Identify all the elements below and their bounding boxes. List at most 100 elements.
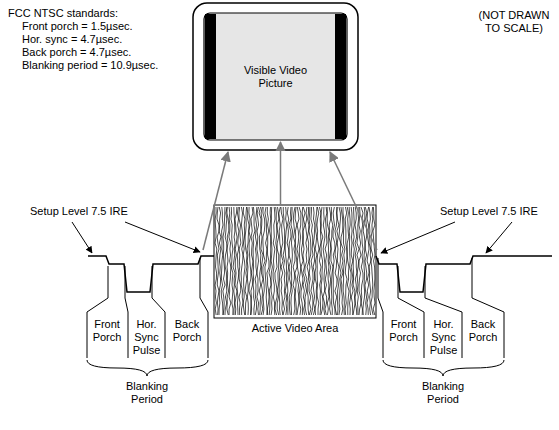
noise-stroke — [325, 207, 327, 315]
noise-stroke — [225, 207, 227, 315]
noise-stroke — [347, 207, 349, 315]
noise-stroke — [279, 207, 281, 315]
interval-label: Hor. Sync Pulse — [129, 318, 164, 357]
setup-level-label: Setup Level 7.5 IRE — [30, 205, 128, 218]
noise-stroke — [271, 207, 272, 315]
noise-stroke — [245, 207, 247, 315]
tv-housing — [193, 3, 358, 150]
leader-arrow — [381, 222, 455, 253]
interval-label: Front Porch — [384, 318, 423, 344]
noise-stroke — [259, 207, 261, 315]
noise-stroke — [367, 207, 369, 315]
video-noise — [215, 207, 375, 315]
noise-stroke — [311, 207, 313, 315]
noise-stroke — [297, 207, 299, 315]
timing-spec: Front porch = 1.5µsec. — [22, 20, 133, 33]
noise-stroke — [265, 207, 267, 315]
noise-stroke — [241, 207, 243, 315]
noise-stroke — [323, 207, 325, 315]
noise-stroke — [217, 207, 219, 315]
noise-stroke — [233, 207, 235, 315]
noise-stroke — [273, 207, 275, 315]
noise-stroke — [321, 207, 323, 315]
noise-stroke — [283, 207, 285, 315]
noise-stroke — [231, 207, 233, 315]
standards-heading: FCC NTSC standards: — [8, 7, 118, 20]
noise-stroke — [313, 207, 315, 315]
noise-stroke — [373, 207, 375, 315]
waveform — [88, 256, 214, 292]
noise-stroke — [243, 207, 245, 315]
interval-label: Blanking Period — [411, 380, 475, 406]
leader-arrow — [125, 222, 200, 252]
visible-screen: Visible Video Picture — [204, 13, 347, 140]
noise-stroke — [361, 207, 363, 315]
noise-stroke — [229, 207, 231, 315]
noise-stroke — [345, 207, 347, 315]
projection-arrow — [280, 142, 282, 205]
noise-stroke — [349, 207, 351, 315]
noise-stroke — [343, 207, 345, 315]
leader-arrow — [72, 222, 92, 253]
noise-stroke — [351, 207, 353, 315]
timing-spec: Hor. sync = 4.7µsec. — [22, 33, 122, 46]
noise-stroke — [251, 207, 253, 315]
noise-stroke — [319, 207, 321, 315]
noise-stroke — [235, 207, 237, 315]
noise-stroke — [315, 207, 317, 315]
noise-stroke — [305, 207, 307, 315]
scale-note: (NOT DRAWN TO SCALE) — [474, 9, 554, 35]
noise-stroke — [339, 207, 341, 315]
noise-stroke — [269, 207, 271, 315]
noise-stroke — [255, 207, 257, 315]
noise-stroke — [275, 207, 277, 315]
noise-stroke — [301, 207, 303, 315]
noise-stroke — [359, 207, 361, 315]
noise-stroke — [365, 207, 367, 315]
noise-stroke — [355, 207, 357, 315]
noise-stroke — [267, 207, 269, 315]
projection-arrow — [203, 152, 228, 250]
timing-spec: Blanking period = 10.9µsec. — [22, 59, 158, 72]
noise-stroke — [331, 207, 333, 315]
noise-stroke — [289, 207, 291, 315]
setup-level-label: Setup Level 7.5 IRE — [440, 205, 538, 218]
noise-stroke — [371, 207, 373, 315]
noise-stroke — [277, 207, 279, 315]
noise-stroke — [285, 207, 287, 315]
node-label: Active Video Area — [214, 322, 376, 335]
screen-bar — [335, 14, 346, 139]
noise-stroke — [281, 207, 283, 315]
noise-stroke — [263, 207, 265, 315]
waveform — [376, 256, 552, 292]
leader-arrow — [486, 222, 512, 253]
noise-stroke — [247, 207, 249, 315]
noise-stroke — [257, 207, 259, 315]
noise-stroke — [295, 207, 297, 315]
interval-label: Back Porch — [463, 318, 503, 344]
noise-stroke — [237, 207, 239, 315]
interval-label: Blanking Period — [115, 380, 179, 406]
node-label: Visible Video Picture — [241, 64, 311, 90]
tv-screen — [204, 13, 347, 140]
interval-label: Front Porch — [88, 318, 126, 344]
noise-stroke — [341, 207, 343, 315]
interval-label: Back Porch — [167, 318, 207, 344]
interval-label: Hor. Sync Pulse — [426, 318, 461, 357]
projection-arrow — [330, 152, 377, 250]
noise-stroke — [353, 207, 355, 315]
noise-stroke — [317, 207, 319, 315]
noise-stroke — [249, 207, 251, 315]
noise-stroke — [227, 207, 229, 315]
noise-stroke — [261, 207, 263, 315]
noise-stroke — [329, 207, 331, 315]
timing-spec: Back porch = 4.7µsec. — [22, 46, 131, 59]
screen-bar — [205, 14, 216, 139]
noise-stroke — [219, 207, 221, 315]
noise-stroke — [287, 207, 289, 315]
noise-stroke — [239, 207, 241, 315]
noise-stroke — [253, 207, 255, 315]
noise-stroke — [299, 207, 301, 315]
noise-stroke — [333, 207, 335, 315]
